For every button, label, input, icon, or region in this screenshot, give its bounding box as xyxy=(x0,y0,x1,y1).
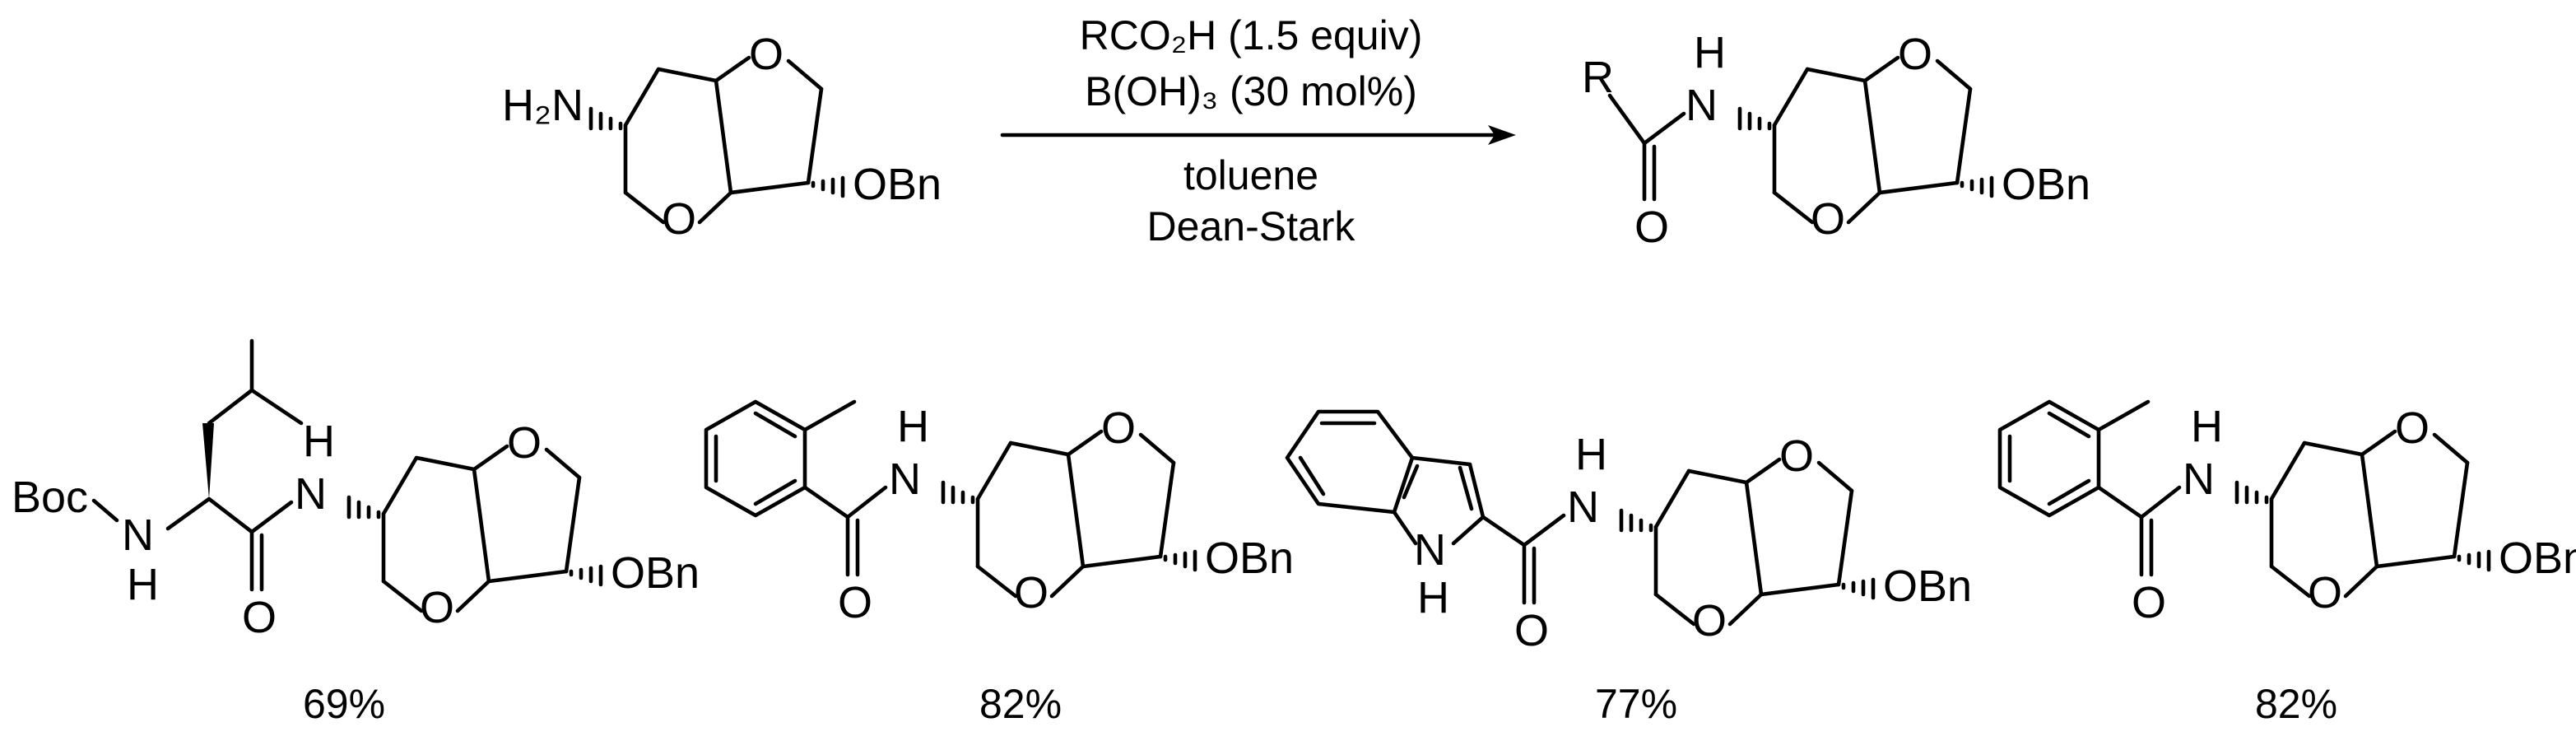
oxygen-label: O xyxy=(2132,578,2166,627)
oxygen-label: O xyxy=(1692,596,1727,645)
nh-label: H xyxy=(127,560,159,609)
product-o-toluoyl: O O OBn N H O xyxy=(704,399,1294,627)
n-label: N xyxy=(1686,81,1718,130)
boc-label: Boc xyxy=(12,473,88,522)
oxygen-label: O xyxy=(838,578,872,627)
generic-product: O O OBn N H O R xyxy=(1582,28,2090,252)
oxygen-label: O xyxy=(1811,194,1845,244)
hashed-wedge xyxy=(1163,549,1197,572)
product-indole-carbonyl: O O OBn N H O N H xyxy=(1285,409,1972,655)
n-label: N xyxy=(1414,525,1446,575)
hashed-wedge xyxy=(941,480,975,505)
yield-label: 69% xyxy=(303,681,385,727)
hashed-wedge xyxy=(1737,106,1772,131)
obn-label: OBn xyxy=(853,160,942,209)
oxygen-label: O xyxy=(662,194,696,244)
yield-label: 82% xyxy=(2255,681,2337,727)
nh-label: H xyxy=(1575,430,1607,479)
hashed-wedge xyxy=(569,564,603,587)
nh-label: H xyxy=(2191,402,2223,451)
nh-label: H xyxy=(897,402,929,451)
condition-catalyst: B(OH)₃ (30 mol%) xyxy=(1085,68,1417,114)
nh-label: H xyxy=(1694,28,1726,77)
n-label: N xyxy=(122,510,154,560)
condition-solvent: toluene xyxy=(1183,152,1318,198)
yield-label: 77% xyxy=(1595,681,1677,727)
obn-label: OBn xyxy=(1205,534,1294,583)
obn-label: OBn xyxy=(2499,534,2576,583)
oxygen-label: O xyxy=(2308,568,2342,618)
starting-material: O O OBn H₂N xyxy=(502,30,942,244)
condition-apparatus: Dean-Stark xyxy=(1147,203,1356,249)
oxygen-label: O xyxy=(1014,568,1049,618)
hashed-wedge xyxy=(1960,175,1994,198)
oxygen-label: O xyxy=(2395,403,2430,453)
oxygen-label: O xyxy=(1101,403,1136,453)
oxygen-label: O xyxy=(1514,606,1549,655)
nh-label: H xyxy=(1417,573,1449,622)
nh-label: H xyxy=(303,417,335,466)
n-label: N xyxy=(1567,482,1599,532)
obn-label: OBn xyxy=(1883,562,1972,611)
hashed-wedge xyxy=(2234,480,2269,505)
n-label: N xyxy=(2183,454,2215,504)
oxygen-label: O xyxy=(1779,431,1814,481)
hashed-wedge xyxy=(1619,508,1653,533)
r-label: R xyxy=(1582,53,1614,102)
bold-wedge xyxy=(202,423,214,499)
oxygen-label: O xyxy=(1898,30,1932,79)
hashed-wedge xyxy=(2457,549,2491,572)
condition-reagent: RCO₂H (1.5 equiv) xyxy=(1080,12,1423,58)
reaction-arrow xyxy=(1000,125,1516,145)
hashed-wedge xyxy=(588,106,623,131)
product-boc-leucine: O O OBn N H O N H Boc xyxy=(12,338,700,642)
yield-label: 82% xyxy=(979,681,1062,727)
amine-label: H₂N xyxy=(502,81,584,130)
oxygen-label: O xyxy=(242,593,277,642)
oxygen-label: O xyxy=(420,583,454,632)
hashed-wedge xyxy=(811,175,845,198)
n-label: N xyxy=(889,454,921,504)
oxygen-label: O xyxy=(1634,203,1669,252)
hashed-wedge xyxy=(1841,577,1876,600)
n-label: N xyxy=(295,469,327,519)
hashed-wedge xyxy=(346,495,381,520)
oxygen-label: O xyxy=(749,30,783,79)
product-o-toluoyl-2: O O OBn N H O xyxy=(1997,399,2576,627)
oxygen-label: O xyxy=(507,418,542,468)
obn-label: OBn xyxy=(2002,160,2090,209)
obn-label: OBn xyxy=(611,548,700,598)
